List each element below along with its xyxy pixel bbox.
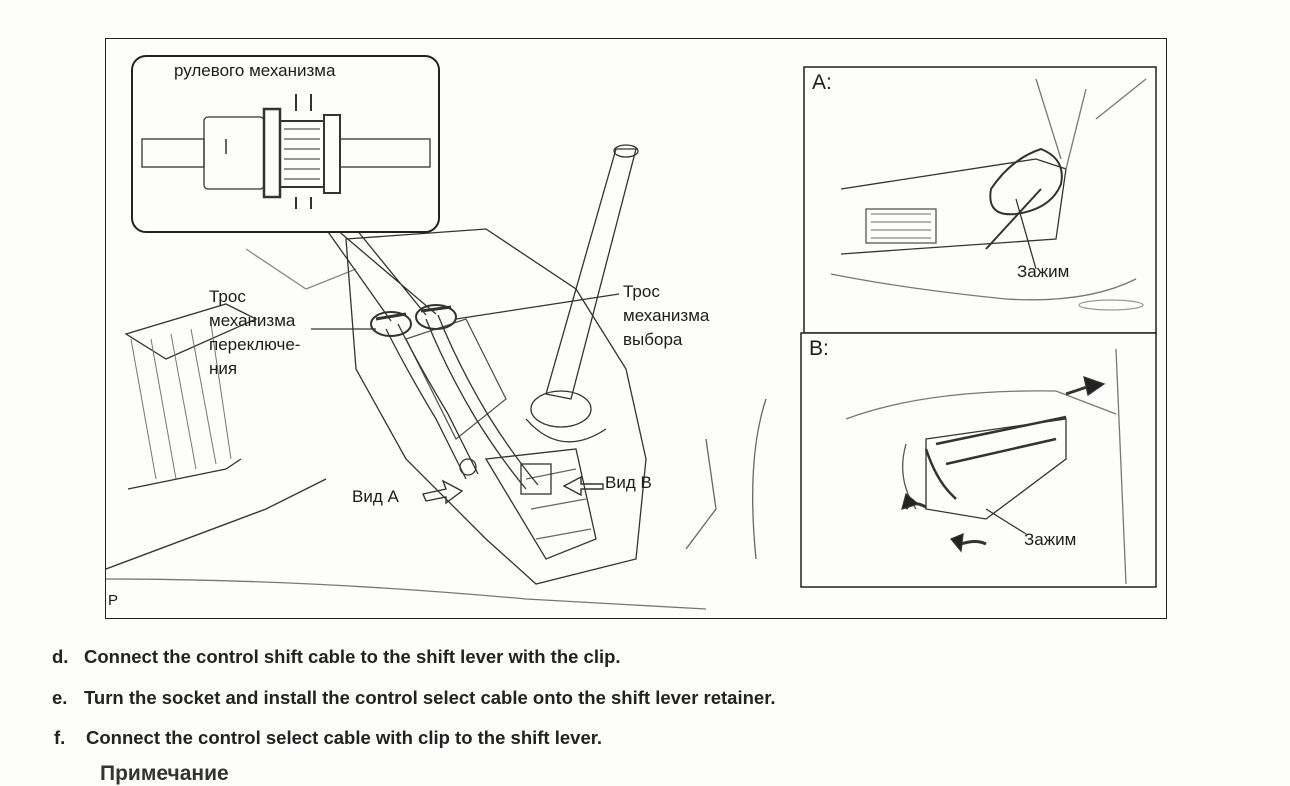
step-text: Connect the control shift cable to the s… xyxy=(84,646,621,667)
note-heading: Примечание xyxy=(100,762,229,785)
step-e: e. Turn the socket and install the contro… xyxy=(52,687,776,709)
select-cable-label: Трос механизма выбора xyxy=(623,282,710,349)
step-letter: e. xyxy=(52,687,68,708)
inset-label: рулевого механизма xyxy=(174,61,336,80)
panel-a-clip-label: Зажим xyxy=(1017,262,1070,281)
panel-b-title: B: xyxy=(809,337,829,360)
step-text: Turn the socket and install the control … xyxy=(84,687,776,708)
step-d: d. Connect the control shift cable to the… xyxy=(52,646,621,668)
shift-cable-illustration xyxy=(106,55,1157,610)
view-b-label: Вид B xyxy=(605,473,652,492)
corner-mark: P xyxy=(108,592,119,609)
step-letter: d. xyxy=(52,646,69,667)
panel-b-clip-label: Зажим xyxy=(1024,530,1077,549)
step-f: f. Connect the control select cable with … xyxy=(54,727,602,749)
step-text: Connect the control select cable with cl… xyxy=(86,727,603,748)
step-letter: f. xyxy=(54,727,66,748)
panel-a-title: A: xyxy=(812,71,832,94)
shift-cable-label: Трос механизма переключе- ния xyxy=(209,287,301,378)
view-a-label: Вид A xyxy=(352,487,399,506)
diagram-figure: рулевого механизма Трос механизма перекл… xyxy=(105,38,1167,619)
